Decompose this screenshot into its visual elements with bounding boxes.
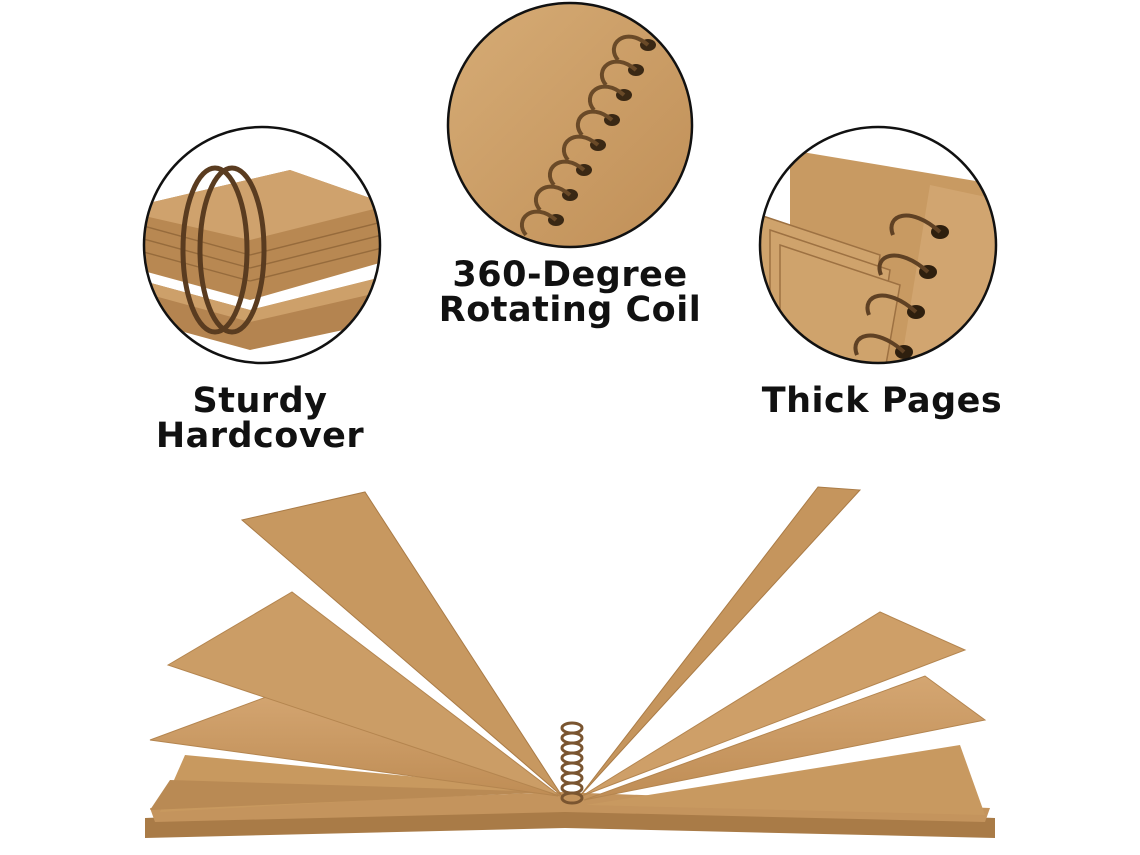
open-scrapbook — [145, 486, 995, 838]
coil-label-line-2: Rotating Coil — [438, 290, 702, 330]
pages-label-line-1: Thick Pages — [761, 381, 1003, 421]
coil-detail-circle — [446, 1, 694, 249]
pages-detail-circle — [758, 125, 998, 365]
spiral-coil — [560, 721, 584, 805]
hardcover-feature-label: Sturdy Hardcover — [140, 384, 380, 454]
coil-feature-label: 360-Degree Rotating Coil — [430, 258, 710, 328]
hardcover-label-line-1: Sturdy — [192, 381, 328, 421]
coil-label-line-1: 360-Degree — [452, 255, 688, 295]
hardcover-label-line-2: Hardcover — [155, 416, 365, 456]
hardcover-detail-circle — [142, 125, 382, 365]
pages-feature-label: Thick Pages — [752, 384, 1012, 419]
